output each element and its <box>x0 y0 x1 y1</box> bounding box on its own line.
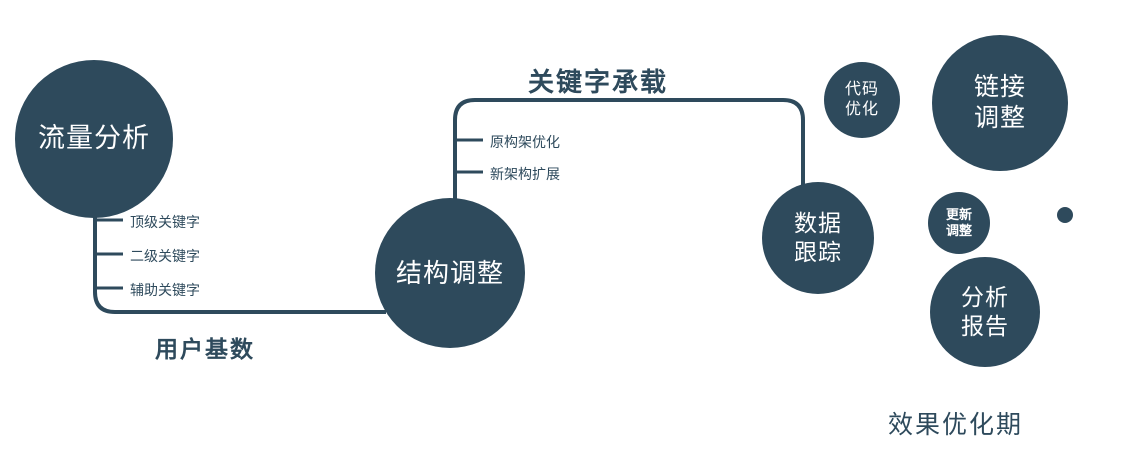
node-traffic-analysis-label: 流量分析 <box>38 123 150 154</box>
node-link-adjustment-line2: 调整 <box>973 104 1026 132</box>
node-code-optimization: 代码 优化 <box>824 62 900 138</box>
node-data-tracking-line1: 数据 <box>794 210 842 237</box>
node-structure-adjustment: 结构调整 <box>375 198 525 348</box>
node-structure-adjustment-label: 结构调整 <box>395 257 504 288</box>
edge-label-keyword-carry: 关键字承载 <box>528 67 669 97</box>
node-update-adjustment-line1: 更新 <box>945 206 972 222</box>
phase-label-effect-optimization: 效果优化期 <box>888 411 1024 439</box>
node-update-adjustment-line2: 调整 <box>945 223 972 238</box>
branch-label-new-architecture: 新架构扩展 <box>490 166 560 182</box>
node-link-adjustment-line1: 链接 <box>973 72 1026 101</box>
node-analysis-report-line1: 分析 <box>961 284 1009 311</box>
branch-label-second-keywords: 二级关键字 <box>130 248 200 264</box>
node-code-optimization-line1: 代码 <box>844 81 879 98</box>
branch-label-top-keywords: 顶级关键字 <box>130 214 200 230</box>
node-analysis-report-line2: 报告 <box>961 313 1009 339</box>
node-analysis-report: 分析 报告 <box>930 257 1040 367</box>
node-small-dot <box>1057 207 1073 223</box>
node-traffic-analysis: 流量分析 <box>15 60 173 218</box>
node-data-tracking: 数据 跟踪 <box>762 182 874 294</box>
node-data-tracking-line2: 跟踪 <box>794 239 842 265</box>
node-update-adjustment: 更新 调整 <box>928 192 990 254</box>
branch-label-auxiliary-keywords: 辅助关键字 <box>130 282 200 298</box>
edge-structure-tracking <box>453 98 805 210</box>
edge-traffic-structure <box>93 180 386 314</box>
node-link-adjustment: 链接 调整 <box>932 35 1068 171</box>
node-code-optimization-line2: 优化 <box>844 101 879 118</box>
edge-label-user-base: 用户基数 <box>155 336 255 362</box>
branch-label-original-architecture: 原构架优化 <box>490 134 560 150</box>
